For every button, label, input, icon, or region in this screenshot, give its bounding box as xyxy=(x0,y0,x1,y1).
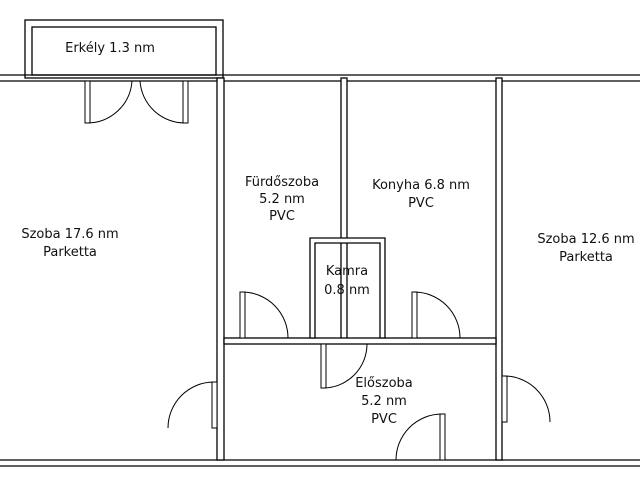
balcony-door-arc-right xyxy=(139,80,187,124)
balcony-door-leaf-right[interactable] xyxy=(182,80,189,124)
pantry-door-leaf[interactable] xyxy=(320,343,327,389)
pantry-area: 0.8 nm xyxy=(324,283,370,298)
hall-floor: PVC xyxy=(371,412,397,427)
wall-bath-kitchen xyxy=(340,77,348,341)
kitchen-door-leaf[interactable] xyxy=(411,291,418,339)
balcony-inner-wall xyxy=(31,26,217,76)
left-room-floor: Parketta xyxy=(43,245,97,260)
bathroom-area: 5.2 nm xyxy=(259,192,305,207)
exterior-wall-bottom xyxy=(0,459,640,467)
walls xyxy=(0,19,640,467)
bathroom-door-arc xyxy=(241,291,289,339)
hall-name: Előszoba xyxy=(355,376,413,391)
entrance-door-leaf[interactable] xyxy=(439,413,446,461)
pantry-walls xyxy=(309,237,386,339)
pantry-door-arc xyxy=(322,343,368,389)
bathroom-door-leaf[interactable] xyxy=(239,291,246,339)
doors xyxy=(84,80,551,461)
right-room-door-leaf[interactable] xyxy=(501,375,508,423)
kitchen-door-arc xyxy=(413,291,461,339)
left-room-door-arc xyxy=(167,381,215,429)
hall-area: 5.2 nm xyxy=(361,394,407,409)
balcony-door-arc-left xyxy=(86,80,133,124)
bathroom-floor: PVC xyxy=(269,209,295,224)
kitchen-name: Konyha 6.8 nm xyxy=(372,178,470,193)
left-room-name: Szoba 17.6 nm xyxy=(21,227,118,242)
kitchen-floor: PVC xyxy=(408,196,434,211)
balcony-label: Erkély 1.3 nm xyxy=(65,41,155,56)
pantry-name: Kamra xyxy=(326,264,368,279)
bathroom-name: Fürdőszoba xyxy=(245,175,319,190)
wall-hall-top xyxy=(223,337,497,345)
left-room-door-leaf[interactable] xyxy=(211,381,218,429)
wall-kitchen-right xyxy=(495,77,503,461)
right-room-floor: Parketta xyxy=(559,250,613,265)
entrance-door-arc xyxy=(395,413,443,461)
room-labels: Erkély 1.3 nm Szoba 17.6 nm Parketta Für… xyxy=(21,41,634,427)
balcony-door-leaf-left[interactable] xyxy=(84,80,91,124)
wall-left-room xyxy=(216,77,225,461)
right-room-name: Szoba 12.6 nm xyxy=(537,232,634,247)
exterior-wall-top xyxy=(0,74,640,82)
right-room-door-arc xyxy=(503,375,551,423)
